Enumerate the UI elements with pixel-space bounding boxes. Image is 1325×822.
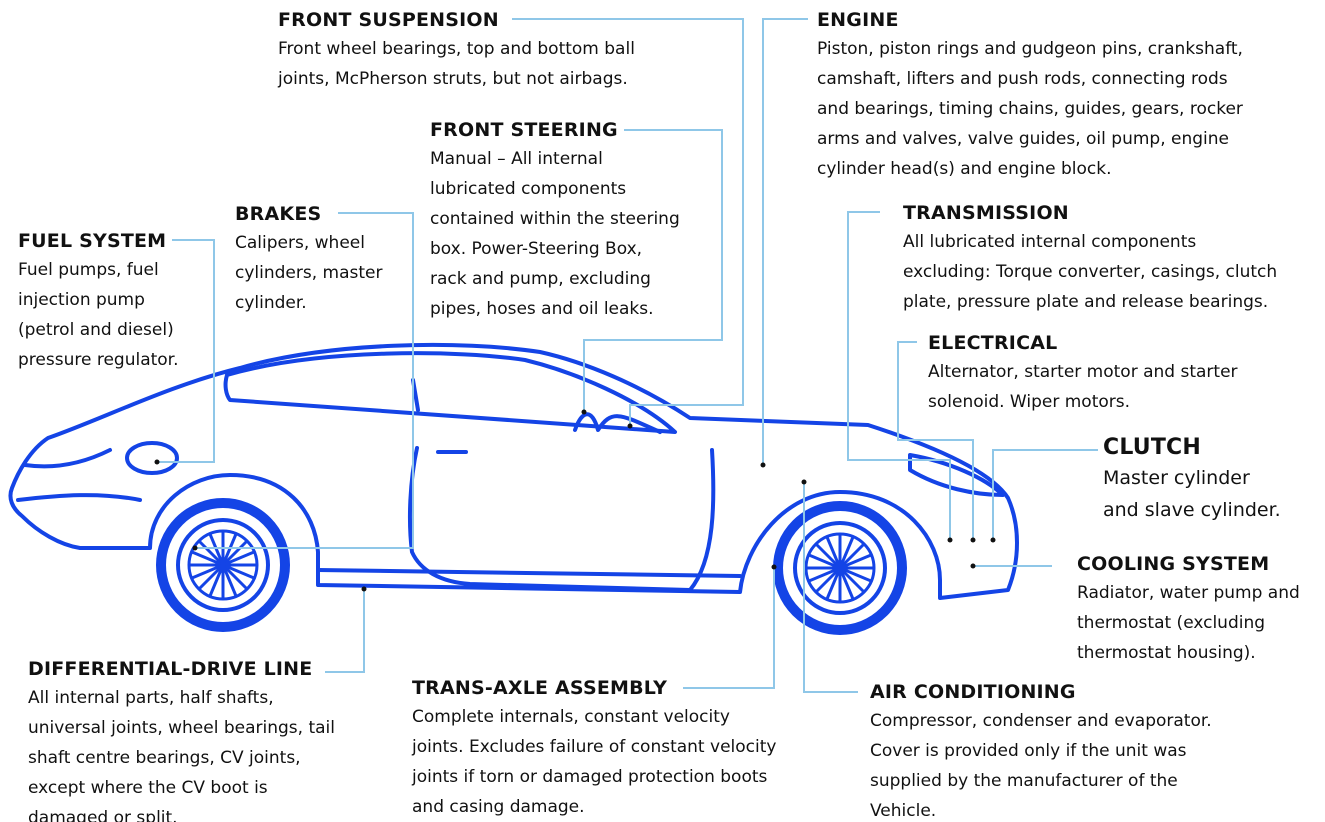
callout-trans-axle-assembly: TRANS-AXLE ASSEMBLY Complete internals, … <box>412 676 842 822</box>
clutch-line-2: and slave cylinder. <box>1103 499 1281 521</box>
rear-lower-line <box>16 493 142 502</box>
callout-air-conditioning: AIR CONDITIONING Compressor, condenser a… <box>870 680 1290 822</box>
front-steering-title: FRONT STEERING <box>430 119 618 141</box>
side-window <box>223 351 677 434</box>
front-steering-line-6: pipes, hoses and oil leaks. <box>430 299 654 319</box>
brakes-title: BRAKES <box>235 203 322 225</box>
engine-line-3: and bearings, timing chains, guides, gea… <box>817 99 1243 119</box>
differential-title: DIFFERENTIAL-DRIVE LINE <box>28 658 313 680</box>
trans-axle-title: TRANS-AXLE ASSEMBLY <box>412 677 668 699</box>
callout-differential-drive-line: DIFFERENTIAL-DRIVE LINE All internal par… <box>28 657 388 822</box>
fuel-system-line-2: injection pump <box>18 290 145 310</box>
fuel-cap <box>125 441 179 475</box>
door-line <box>407 446 716 592</box>
differential-line-1: All internal parts, half shafts, <box>28 688 274 708</box>
front-steering-line-1: Manual – All internal <box>430 149 603 169</box>
engine-title: ENGINE <box>817 9 899 31</box>
rear-tail-line <box>23 448 112 469</box>
headlight <box>908 453 1005 497</box>
air-conditioning-line-4: Vehicle. <box>870 801 937 821</box>
air-conditioning-title: AIR CONDITIONING <box>870 681 1076 703</box>
trans-axle-line-1: Complete internals, constant velocity <box>412 707 730 727</box>
callout-fuel-system: FUEL SYSTEM Fuel pumps, fuel injection p… <box>18 229 218 375</box>
front-suspension-line-2: joints, McPherson struts, but not airbag… <box>278 69 628 89</box>
trans-axle-line-2: joints. Excludes failure of constant vel… <box>412 737 777 757</box>
fuel-system-line-4: pressure regulator. <box>18 350 179 370</box>
transmission-line-3: plate, pressure plate and release bearin… <box>903 292 1269 312</box>
leader-differential <box>325 589 365 673</box>
engine-line-1: Piston, piston rings and gudgeon pins, c… <box>817 39 1243 59</box>
front-suspension-line-1: Front wheel bearings, top and bottom bal… <box>278 39 635 59</box>
leader-electrical <box>897 341 974 538</box>
differential-line-5: damaged or split. <box>28 808 178 822</box>
trans-axle-line-4: and casing damage. <box>412 797 585 817</box>
transmission-line-2: excluding: Torque converter, casings, cl… <box>903 262 1278 282</box>
differential-line-2: universal joints, wheel bearings, tail <box>28 718 335 738</box>
transmission-line-1: All lubricated internal components <box>903 232 1197 252</box>
air-conditioning-line-1: Compressor, condenser and evaporator. <box>870 711 1212 731</box>
differential-line-4: except where the CV boot is <box>28 778 268 798</box>
callout-transmission: TRANSMISSION All lubricated internal com… <box>903 201 1321 317</box>
leader-transmission <box>847 211 951 538</box>
front-wheel <box>773 501 907 635</box>
sill-line <box>316 568 742 578</box>
leader-engine <box>762 18 808 463</box>
trans-axle-line-3: joints if torn or damaged protection boo… <box>412 767 768 787</box>
brakes-line-3: cylinder. <box>235 293 307 313</box>
leader-front-suspension <box>512 18 744 426</box>
callout-front-suspension: FRONT SUSPENSION Front wheel bearings, t… <box>278 8 718 94</box>
callout-electrical: ELECTRICAL Alternator, starter motor and… <box>928 331 1298 417</box>
front-steering-line-3: contained within the steering <box>430 209 680 229</box>
fuel-system-line-1: Fuel pumps, fuel <box>18 260 159 280</box>
differential-line-3: shaft centre bearings, CV joints, <box>28 748 301 768</box>
cooling-system-title: COOLING SYSTEM <box>1077 553 1270 575</box>
cooling-system-line-3: thermostat housing). <box>1077 643 1256 663</box>
windshield <box>573 412 662 434</box>
front-suspension-title: FRONT SUSPENSION <box>278 9 499 31</box>
leader-trans-axle <box>683 567 775 689</box>
callout-engine: ENGINE Piston, piston rings and gudgeon … <box>817 8 1322 184</box>
leader-fuel <box>157 239 215 463</box>
clutch-title: CLUTCH <box>1103 435 1202 460</box>
leader-front-steering <box>583 129 723 412</box>
electrical-line-1: Alternator, starter motor and starter <box>928 362 1238 382</box>
fuel-system-title: FUEL SYSTEM <box>18 230 167 252</box>
brakes-line-1: Calipers, wheel <box>235 233 365 253</box>
callout-brakes: BRAKES Calipers, wheel cylinders, master… <box>235 202 415 318</box>
leader-dots <box>154 409 996 592</box>
front-steering-line-4: box. Power-Steering Box, <box>430 239 643 259</box>
car-body-outline <box>8 342 1019 600</box>
air-conditioning-line-2: Cover is provided only if the unit was <box>870 741 1187 761</box>
cooling-system-line-1: Radiator, water pump and <box>1077 583 1300 603</box>
clutch-line-1: Master cylinder <box>1103 467 1250 489</box>
callout-clutch: CLUTCH Master cylinder and slave cylinde… <box>1103 436 1323 526</box>
fuel-system-line-3: (petrol and diesel) <box>18 320 174 340</box>
callout-front-steering: FRONT STEERING Manual – All internal lub… <box>430 118 720 324</box>
engine-line-5: cylinder head(s) and engine block. <box>817 159 1112 179</box>
rear-wheel <box>156 498 290 632</box>
cooling-system-line-2: thermostat (excluding <box>1077 613 1266 633</box>
electrical-title: ELECTRICAL <box>928 332 1058 354</box>
leader-lines <box>157 18 1098 693</box>
air-conditioning-line-3: supplied by the manufacturer of the <box>870 771 1178 791</box>
electrical-line-2: solenoid. Wiper motors. <box>928 392 1131 412</box>
engine-line-4: arms and valves, valve guides, oil pump,… <box>817 129 1229 149</box>
front-steering-line-5: rack and pump, excluding <box>430 269 651 289</box>
leader-air-conditioning <box>803 482 858 693</box>
leader-clutch <box>992 449 1098 538</box>
engine-line-2: camshaft, lifters and push rods, connect… <box>817 69 1228 89</box>
leader-brakes <box>195 212 414 549</box>
front-steering-line-2: lubricated components <box>430 179 627 199</box>
callout-cooling-system: COOLING SYSTEM Radiator, water pump and … <box>1077 552 1323 668</box>
brakes-line-2: cylinders, master <box>235 263 383 283</box>
transmission-title: TRANSMISSION <box>903 202 1069 224</box>
